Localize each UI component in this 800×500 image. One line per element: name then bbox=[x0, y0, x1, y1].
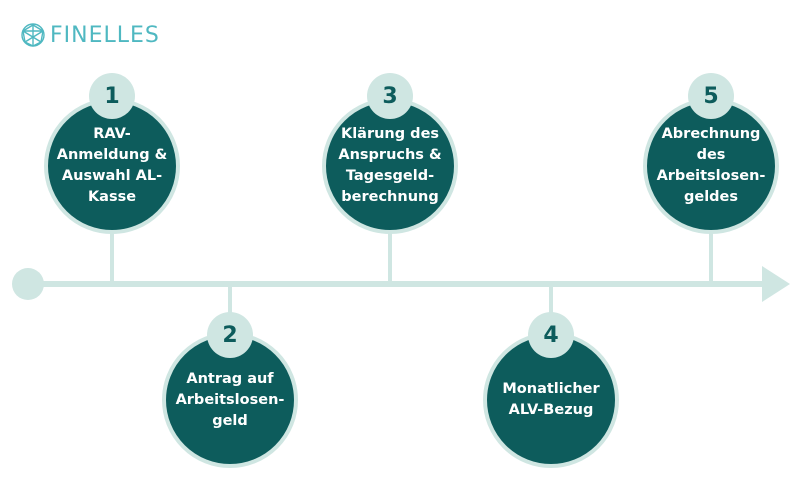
globe-wire-icon bbox=[21, 23, 45, 47]
brand-logo: FINELLES bbox=[20, 22, 160, 48]
brand-name: FINELLES bbox=[50, 22, 160, 48]
timeline-arrowhead bbox=[762, 266, 790, 302]
